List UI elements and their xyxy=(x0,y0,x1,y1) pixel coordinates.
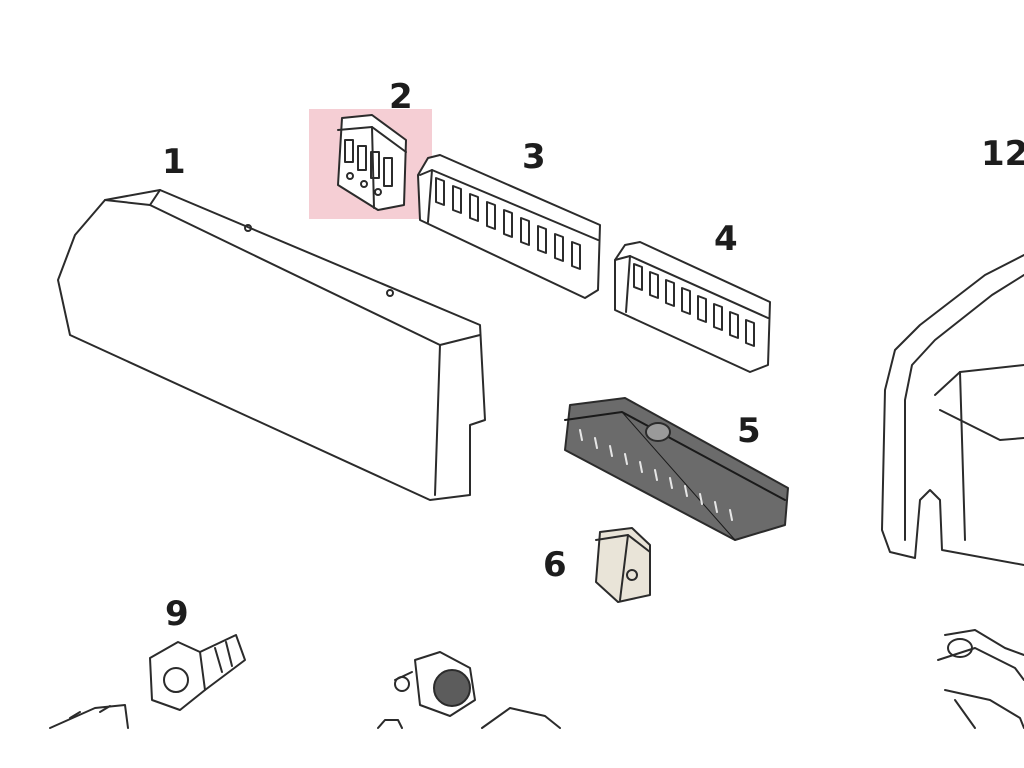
part-12-housing xyxy=(881,254,1024,566)
part-5-terminal-strip xyxy=(564,397,789,541)
part-1-cover xyxy=(57,189,486,501)
callout-5: 5 xyxy=(737,411,761,451)
callout-12: 12 xyxy=(981,134,1024,174)
part-bottom-right xyxy=(937,629,1024,729)
callout-2: 2 xyxy=(389,77,413,117)
part-9-bolt xyxy=(149,634,246,711)
part-4-fuse-block xyxy=(614,241,771,373)
callout-3: 3 xyxy=(522,137,546,177)
callout-4: 4 xyxy=(714,219,738,259)
callout-1: 1 xyxy=(162,142,186,182)
part-2-small-fuse-block xyxy=(337,114,407,211)
part-bottom-left xyxy=(49,704,129,729)
part-bottom-middle xyxy=(377,651,561,729)
part-3-fuse-block xyxy=(417,154,601,299)
callout-9: 9 xyxy=(165,594,189,634)
part-6-connector xyxy=(595,527,651,603)
callout-6: 6 xyxy=(543,545,567,585)
